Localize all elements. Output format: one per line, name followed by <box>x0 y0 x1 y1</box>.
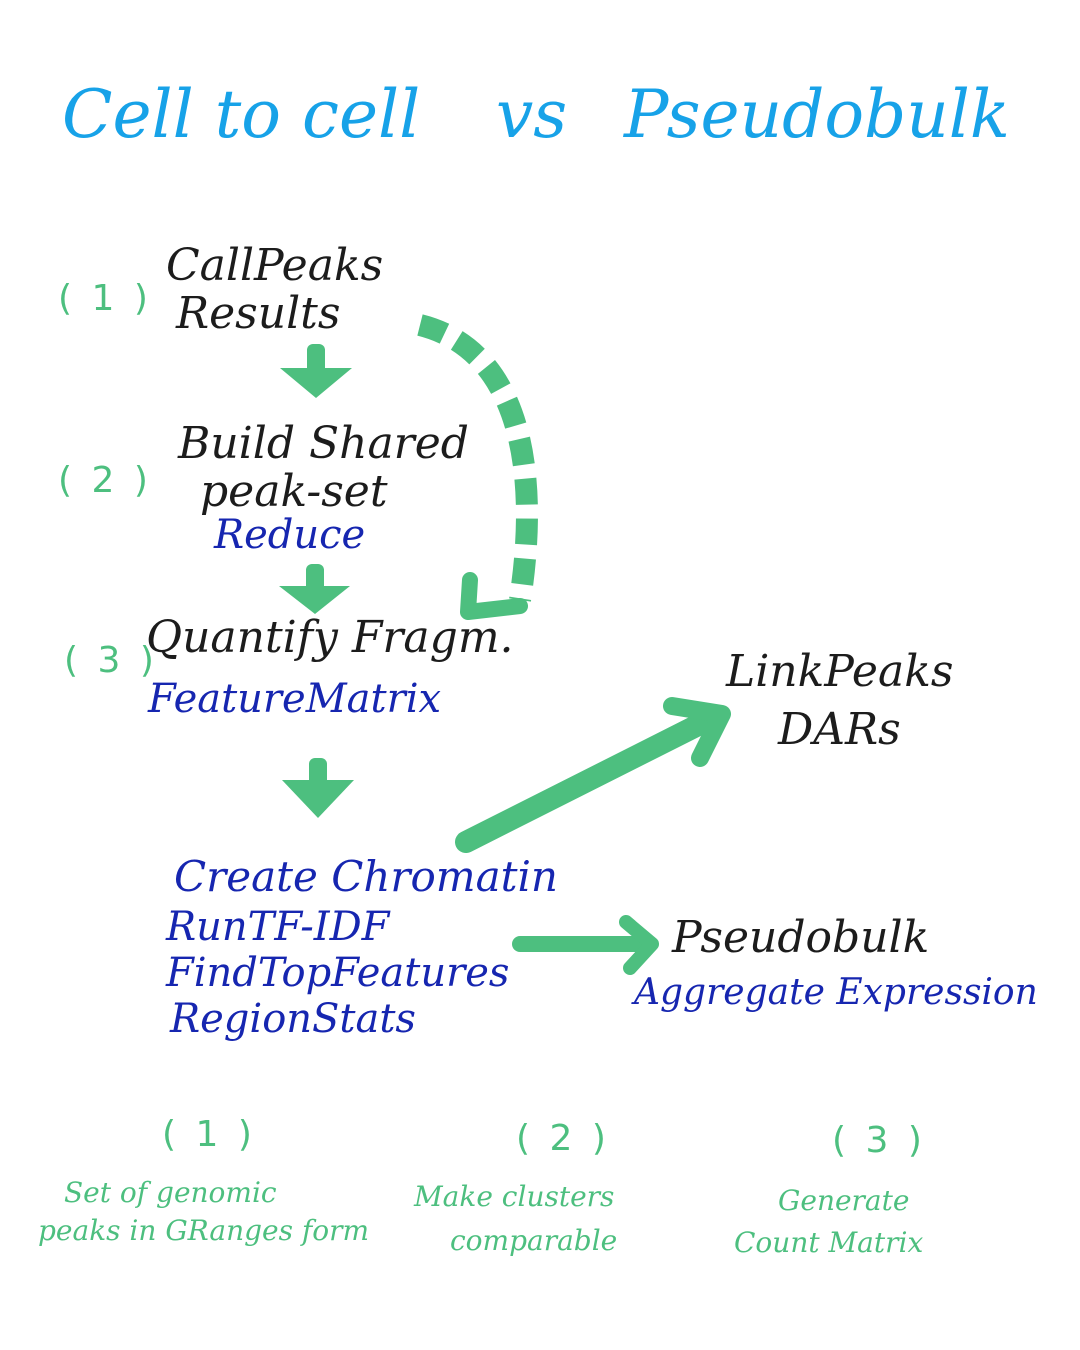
note3-line2: Count Matrix <box>734 1226 924 1259</box>
pseudobulk-title: Pseudobulk <box>672 912 930 963</box>
note1-line1: Set of genomic <box>64 1176 277 1209</box>
chromatin-line4: RegionStats <box>170 996 416 1042</box>
note1-number: ( 1 ) <box>162 1114 256 1155</box>
dashed-skip-arrow <box>417 314 538 602</box>
step3-number: ( 3 ) <box>64 640 158 681</box>
note2-number: ( 2 ) <box>516 1118 610 1159</box>
step2-line2: peak-set <box>200 466 388 517</box>
dashed-arrow-head <box>460 572 528 620</box>
note2-line2: comparable <box>450 1224 618 1257</box>
title-vs: vs <box>496 76 568 153</box>
pseudobulk-method: Aggregate Expression <box>634 972 1038 1013</box>
title-pseudobulk: Pseudobulk <box>624 76 1010 153</box>
note3-line1: Generate <box>778 1184 910 1217</box>
arrow-step2-to-step3 <box>279 564 350 614</box>
linkpeaks-line2: DARs <box>778 704 901 755</box>
chromatin-line3: FindTopFeatures <box>166 950 510 996</box>
step3-line1: Quantify Fragm. <box>146 612 514 663</box>
note1-line2: peaks in GRanges form <box>38 1214 370 1247</box>
step2-method: Reduce <box>214 512 366 558</box>
arrow-to-pseudobulk-head <box>619 915 659 975</box>
step1-number: ( 1 ) <box>58 278 152 319</box>
arrow-to-linkpeaks <box>455 707 723 853</box>
chromatin-line1: Create Chromatin <box>174 852 558 901</box>
step2-line1: Build Shared <box>178 418 469 469</box>
arrow-step1-to-step2 <box>280 344 352 398</box>
linkpeaks-line1: LinkPeaks <box>726 646 954 697</box>
note2-line1: Make clusters <box>414 1180 615 1213</box>
step3-method: FeatureMatrix <box>148 676 442 722</box>
arrow-to-linkpeaks-head <box>663 697 731 767</box>
title-cell-to-cell: Cell to cell <box>62 76 421 153</box>
chromatin-line2: RunTF-IDF <box>166 904 390 950</box>
step1-line2: Results <box>176 288 341 339</box>
step2-number: ( 2 ) <box>58 460 152 501</box>
arrow-step3-to-chromatin <box>282 758 354 818</box>
note3-number: ( 3 ) <box>832 1120 926 1161</box>
step1-line1: CallPeaks <box>166 240 384 291</box>
